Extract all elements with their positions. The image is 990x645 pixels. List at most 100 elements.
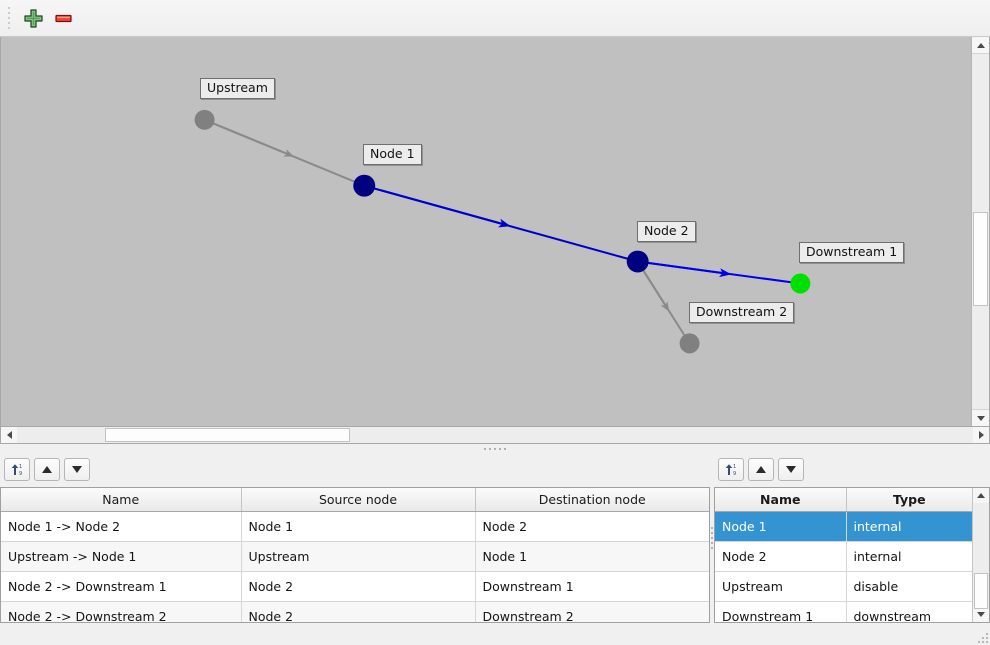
scroll-thumb[interactable] xyxy=(973,212,988,306)
links-cell-destination[interactable]: Downstream 1 xyxy=(475,571,709,602)
scroll-down-button[interactable] xyxy=(972,409,989,426)
caret-down-icon xyxy=(977,612,985,617)
sort-icon: 1 9 xyxy=(725,464,736,477)
links-cell-name[interactable]: Node 1 -> Node 2 xyxy=(1,511,242,542)
triangle-up-icon xyxy=(756,466,766,473)
remove-button[interactable] xyxy=(48,4,78,32)
svg-text:1: 1 xyxy=(733,464,736,470)
toolbar-drag-handle[interactable] xyxy=(4,6,13,30)
bottom-area: 1 9 Name xyxy=(0,453,990,623)
table-row[interactable]: Upstream disable xyxy=(715,571,972,602)
links-cell-destination[interactable]: Node 2 xyxy=(475,511,709,542)
nodes-cell-name[interactable]: Node 1 xyxy=(715,511,847,542)
graph-edge-upstream-node1[interactable] xyxy=(204,118,365,187)
table-row[interactable]: Upstream -> Node 1 Upstream Node 1 xyxy=(1,541,709,572)
nodes-table: Name Type Node 1 internal Node 2 i xyxy=(715,488,972,622)
nodes-cell-type[interactable]: internal xyxy=(846,511,972,542)
table-row[interactable]: Node 1 internal xyxy=(715,511,972,542)
main-toolbar xyxy=(0,0,990,37)
graph-canvas-pane[interactable]: Upstream Node 1 Node 2 Downstream 1 Down… xyxy=(0,37,990,427)
graph-drawing[interactable] xyxy=(1,37,989,426)
links-column-header-source[interactable]: Source node xyxy=(241,488,476,512)
scroll-down-button[interactable] xyxy=(973,607,989,622)
links-table-container: Name Source node Destination node Node 1… xyxy=(0,487,710,623)
nodes-cell-type[interactable]: internal xyxy=(846,541,972,572)
nodes-sort-button[interactable]: 1 9 xyxy=(718,458,744,481)
caret-up-icon xyxy=(976,42,985,48)
nodes-table-header-row: Name Type xyxy=(715,488,972,512)
links-cell-name[interactable]: Node 2 -> Downstream 1 xyxy=(1,571,242,602)
horizontal-splitter[interactable] xyxy=(0,444,990,453)
scroll-thumb-horizontal[interactable] xyxy=(105,428,350,442)
svg-text:9: 9 xyxy=(733,471,736,477)
nodes-table-scroll[interactable]: Name Type Node 1 internal Node 2 i xyxy=(715,488,972,622)
svg-text:1: 1 xyxy=(19,464,22,470)
graph-node-node2[interactable] xyxy=(626,250,649,273)
graph-node-upstream[interactable] xyxy=(194,109,215,130)
triangle-down-icon xyxy=(72,466,82,473)
scroll-up-button[interactable] xyxy=(972,37,989,54)
links-cell-name[interactable]: Upstream -> Node 1 xyxy=(1,541,242,572)
links-cell-destination[interactable]: Node 1 xyxy=(475,541,709,572)
nodes-table-container: Name Type Node 1 internal Node 2 i xyxy=(714,487,990,623)
add-button[interactable] xyxy=(18,4,48,32)
links-table-header-row: Name Source node Destination node xyxy=(1,488,709,512)
caret-up-icon xyxy=(977,493,985,498)
window-resize-grip[interactable] xyxy=(976,631,988,643)
nodes-column-header-name[interactable]: Name xyxy=(715,488,847,512)
nodes-table-scrollbar[interactable] xyxy=(972,488,989,622)
table-row[interactable]: Node 2 -> Downstream 2 Node 2 Downstream… xyxy=(1,601,709,622)
nodes-cell-type[interactable]: disable xyxy=(846,571,972,602)
table-row[interactable]: Node 2 -> Downstream 1 Node 2 Downstream… xyxy=(1,571,709,602)
status-bar xyxy=(0,623,990,645)
nodes-cell-type[interactable]: downstream xyxy=(846,601,972,622)
links-sort-button[interactable]: 1 9 xyxy=(4,458,30,481)
graph-edge-node1-node2[interactable] xyxy=(363,184,638,263)
caret-down-icon xyxy=(976,415,985,421)
links-cell-name[interactable]: Node 2 -> Downstream 2 xyxy=(1,601,242,622)
links-move-up-button[interactable] xyxy=(34,458,60,481)
graph-label-downstream1[interactable]: Downstream 1 xyxy=(799,242,905,263)
graph-label-node1[interactable]: Node 1 xyxy=(363,144,422,165)
nodes-move-down-button[interactable] xyxy=(778,458,804,481)
links-table-scroll[interactable]: Name Source node Destination node Node 1… xyxy=(1,488,709,622)
plus-icon xyxy=(23,8,43,28)
nodes-move-up-button[interactable] xyxy=(748,458,774,481)
scroll-left-button[interactable] xyxy=(1,427,17,443)
graph-label-downstream2[interactable]: Downstream 2 xyxy=(689,302,795,323)
links-cell-source[interactable]: Node 2 xyxy=(241,571,476,602)
graph-horizontal-scrollbar[interactable] xyxy=(0,427,990,444)
vertical-splitter[interactable] xyxy=(710,453,714,623)
links-column-header-name[interactable]: Name xyxy=(1,488,242,512)
table-row[interactable]: Downstream 1 downstream xyxy=(715,601,972,622)
nodes-cell-name[interactable]: Upstream xyxy=(715,571,847,602)
scroll-track[interactable] xyxy=(972,54,989,409)
nodes-cell-name[interactable]: Downstream 1 xyxy=(715,601,847,622)
nodes-column-header-type[interactable]: Type xyxy=(846,488,972,512)
table-row[interactable]: Node 1 -> Node 2 Node 1 Node 2 xyxy=(1,511,709,542)
links-column-header-destination[interactable]: Destination node xyxy=(475,488,709,512)
graph-vertical-scrollbar[interactable] xyxy=(971,37,989,426)
links-cell-source[interactable]: Node 1 xyxy=(241,511,476,542)
scroll-track-horizontal[interactable] xyxy=(17,427,973,443)
graph-edge-node2-downstream1[interactable] xyxy=(637,260,801,285)
caret-right-icon xyxy=(978,431,984,439)
table-row[interactable]: Node 2 internal xyxy=(715,541,972,572)
nodes-panel-toolbar: 1 9 xyxy=(714,453,990,487)
nodes-cell-name[interactable]: Node 2 xyxy=(715,541,847,572)
graph-label-upstream[interactable]: Upstream xyxy=(200,78,275,99)
scroll-thumb[interactable] xyxy=(974,573,988,609)
scroll-track[interactable] xyxy=(973,503,989,609)
links-cell-destination[interactable]: Downstream 2 xyxy=(475,601,709,622)
links-cell-source[interactable]: Upstream xyxy=(241,541,476,572)
graph-node-downstream1[interactable] xyxy=(790,273,811,294)
graph-edge-node2-downstream2[interactable] xyxy=(636,261,691,344)
links-cell-source[interactable]: Node 2 xyxy=(241,601,476,622)
graph-node-downstream2[interactable] xyxy=(679,333,700,354)
scroll-right-button[interactable] xyxy=(973,427,989,443)
triangle-up-icon xyxy=(42,466,52,473)
graph-node-node1[interactable] xyxy=(353,174,376,197)
links-move-down-button[interactable] xyxy=(64,458,90,481)
scroll-up-button[interactable] xyxy=(973,488,989,503)
graph-label-node2[interactable]: Node 2 xyxy=(637,221,696,242)
